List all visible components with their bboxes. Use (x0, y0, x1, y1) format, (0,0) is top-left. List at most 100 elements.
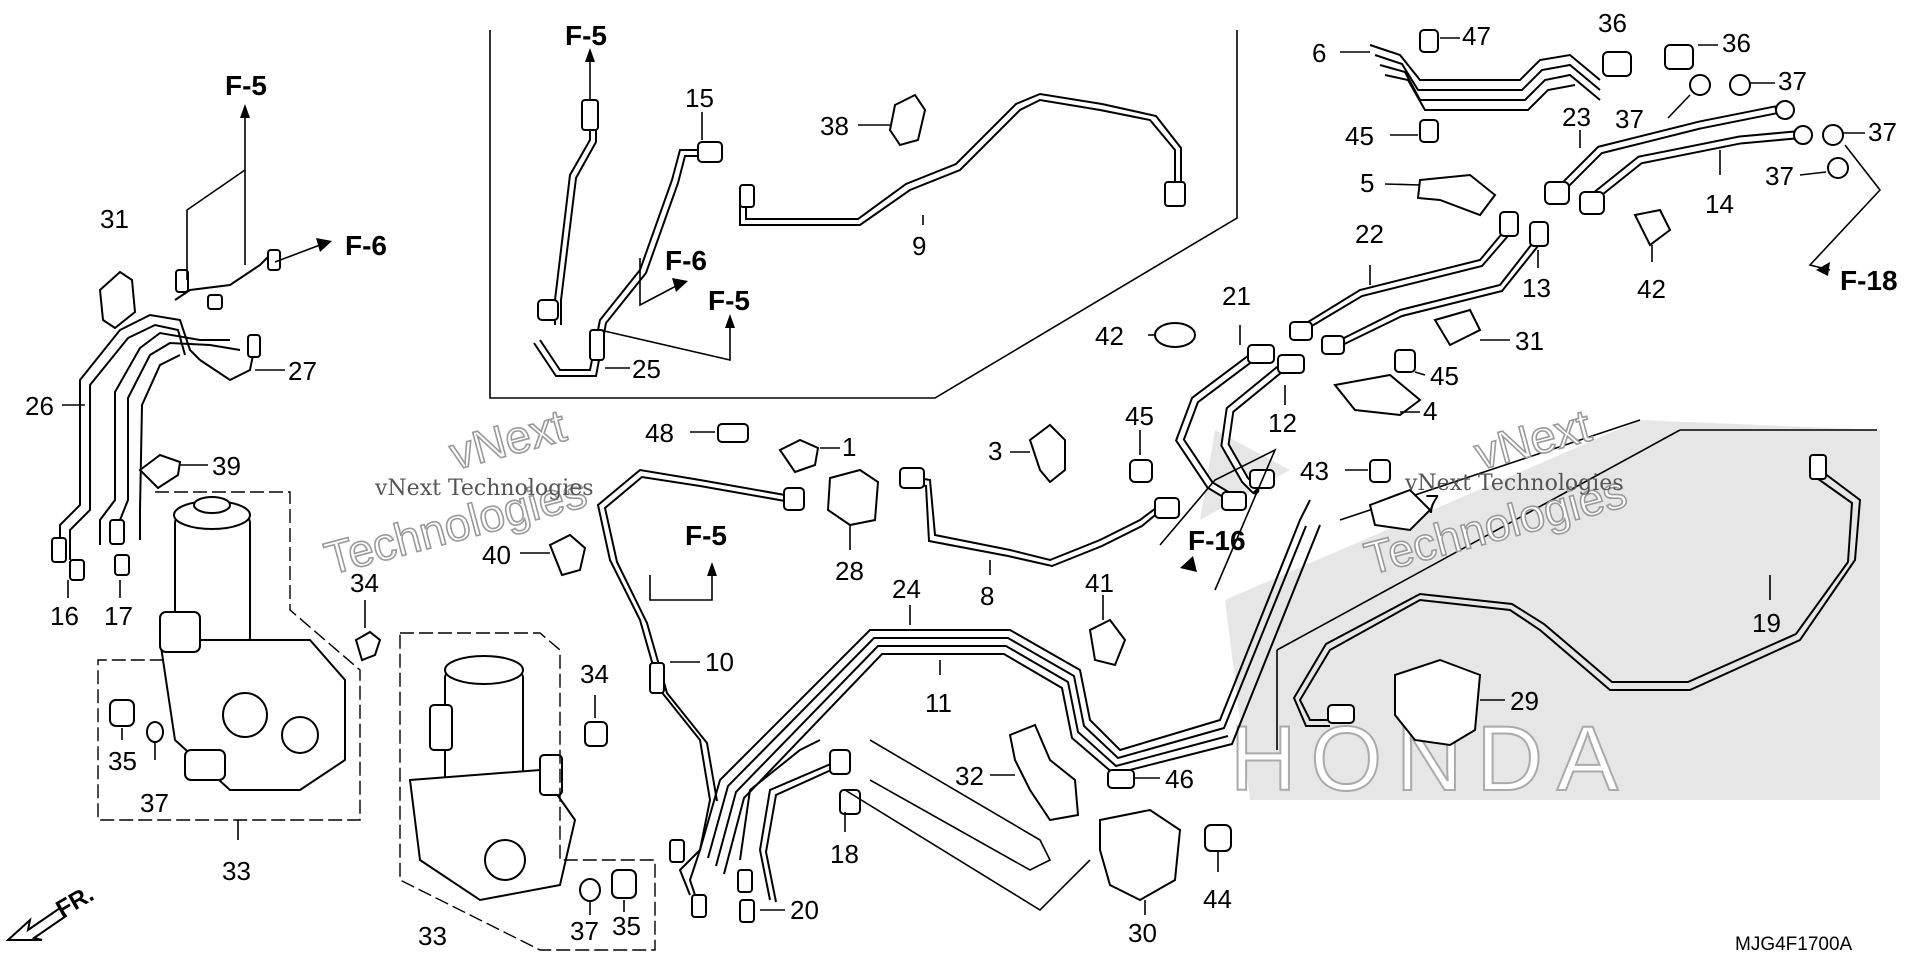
bolt-44 (1204, 824, 1232, 852)
leader-f18 (1808, 144, 1882, 271)
holder-28 (826, 468, 880, 527)
callout-5: 5 (1360, 168, 1374, 198)
leader-f16 (1159, 448, 1277, 591)
washer-37-center (579, 878, 601, 902)
modulator-33-center (408, 655, 577, 902)
callout-37-b: 37 (1615, 104, 1644, 134)
callouts: 1 3 4 5 6 7 8 9 10 11 12 13 14 15 16 17 … (25, 8, 1897, 951)
callout-25: 25 (632, 354, 661, 384)
callout-48: 48 (645, 418, 674, 448)
callout-27: 27 (288, 356, 317, 386)
callout-22: 22 (1355, 219, 1384, 249)
callout-6: 6 (1312, 38, 1326, 68)
bolt-46 (1107, 769, 1135, 789)
pipe-bundle-26 (51, 249, 281, 581)
callout-46: 46 (1165, 764, 1194, 794)
ref-f6-inset: F-6 (665, 245, 707, 276)
inset-pipes (533, 48, 1186, 377)
ref-f6-left: F-6 (345, 230, 387, 261)
callout-33-left: 33 (222, 856, 251, 886)
pipe-fittings-left (51, 249, 281, 581)
svg-text:vNext: vNext (444, 399, 571, 480)
pipe-19 (1292, 454, 1862, 727)
callout-4: 4 (1423, 396, 1437, 426)
center-pipes (596, 467, 1321, 923)
callout-37-c: 37 (1868, 117, 1897, 147)
callout-21: 21 (1222, 281, 1251, 311)
callout-14: 14 (1705, 189, 1734, 219)
callout-16: 16 (50, 601, 79, 631)
ref-f16: F-16 (1188, 525, 1246, 556)
callout-38: 38 (820, 111, 849, 141)
callout-33-center: 33 (418, 921, 447, 951)
callout-23: 23 (1562, 102, 1591, 132)
watermark-center: vNext Technologies vNext Technologies (318, 398, 594, 585)
bracket-33-left (97, 491, 361, 821)
bracket-33-center (399, 632, 656, 951)
callout-42-right: 42 (1637, 274, 1666, 304)
ref-f5-inset: F-5 (708, 285, 750, 316)
callout-13: 13 (1522, 273, 1551, 303)
callout-7: 7 (1425, 489, 1439, 519)
front-marker: FR. (5, 880, 98, 941)
right-hoses (1154, 29, 1849, 532)
clip-41 (1088, 618, 1127, 667)
bolt-34-left (354, 630, 382, 662)
callout-12: 12 (1268, 408, 1297, 438)
callout-47: 47 (1462, 21, 1491, 51)
callout-34-center: 34 (580, 659, 609, 689)
leader-30-a (869, 739, 1052, 871)
stay-30 (1099, 808, 1182, 902)
callout-11: 11 (925, 688, 952, 718)
callout-8: 8 (980, 581, 994, 611)
block-29 (1394, 658, 1482, 747)
callout-28: 28 (835, 556, 864, 586)
callout-37-left: 37 (140, 788, 169, 818)
callout-9: 9 (912, 231, 926, 261)
clamp-31-left (98, 270, 137, 330)
callout-35-left: 35 (108, 746, 137, 776)
callout-32: 32 (955, 761, 984, 791)
callout-20: 20 (790, 895, 819, 925)
leader-f6-left (274, 244, 321, 263)
svg-text:vNext Technologies: vNext Technologies (1404, 471, 1624, 496)
diagram-code: MJG4F1700A (1735, 934, 1853, 955)
callout-34-left: 34 (350, 568, 379, 598)
callout-44: 44 (1203, 884, 1232, 914)
bracket-32 (1008, 723, 1080, 822)
callout-45-top: 45 (1345, 121, 1374, 151)
callout-1: 1 (842, 432, 856, 462)
leader-f5-center (649, 568, 713, 601)
leader-f5-left (186, 110, 246, 280)
inset-frame (489, 30, 1238, 399)
callout-45-right: 45 (1430, 361, 1459, 391)
callout-39: 39 (212, 451, 241, 481)
svg-text:vNext Technologies: vNext Technologies (374, 476, 594, 501)
callout-18: 18 (830, 839, 859, 869)
clip-40 (548, 533, 587, 577)
callout-41: 41 (1085, 568, 1114, 598)
bolt-34-center (584, 721, 608, 747)
callout-3: 3 (988, 436, 1002, 466)
clamp-3 (1028, 423, 1066, 484)
ref-f5-left: F-5 (225, 70, 267, 101)
callout-42-left: 42 (1095, 321, 1124, 351)
washer-37-left (146, 721, 164, 743)
clip-39 (138, 453, 182, 490)
callout-19: 19 (1752, 608, 1781, 638)
callout-24: 24 (892, 574, 921, 604)
bolt-48 (717, 423, 749, 443)
callout-40: 40 (482, 540, 511, 570)
bolt-35-center (611, 869, 637, 899)
bolt-45-center (1129, 459, 1153, 483)
modulator-33-left (158, 496, 346, 791)
callout-10: 10 (705, 647, 734, 677)
callout-43: 43 (1300, 456, 1329, 486)
callout-36-a: 36 (1598, 8, 1627, 38)
callout-26: 26 (25, 391, 54, 421)
callout-37-d: 37 (1765, 161, 1794, 191)
callout-35-center: 35 (612, 911, 641, 941)
callout-30: 30 (1128, 918, 1157, 948)
